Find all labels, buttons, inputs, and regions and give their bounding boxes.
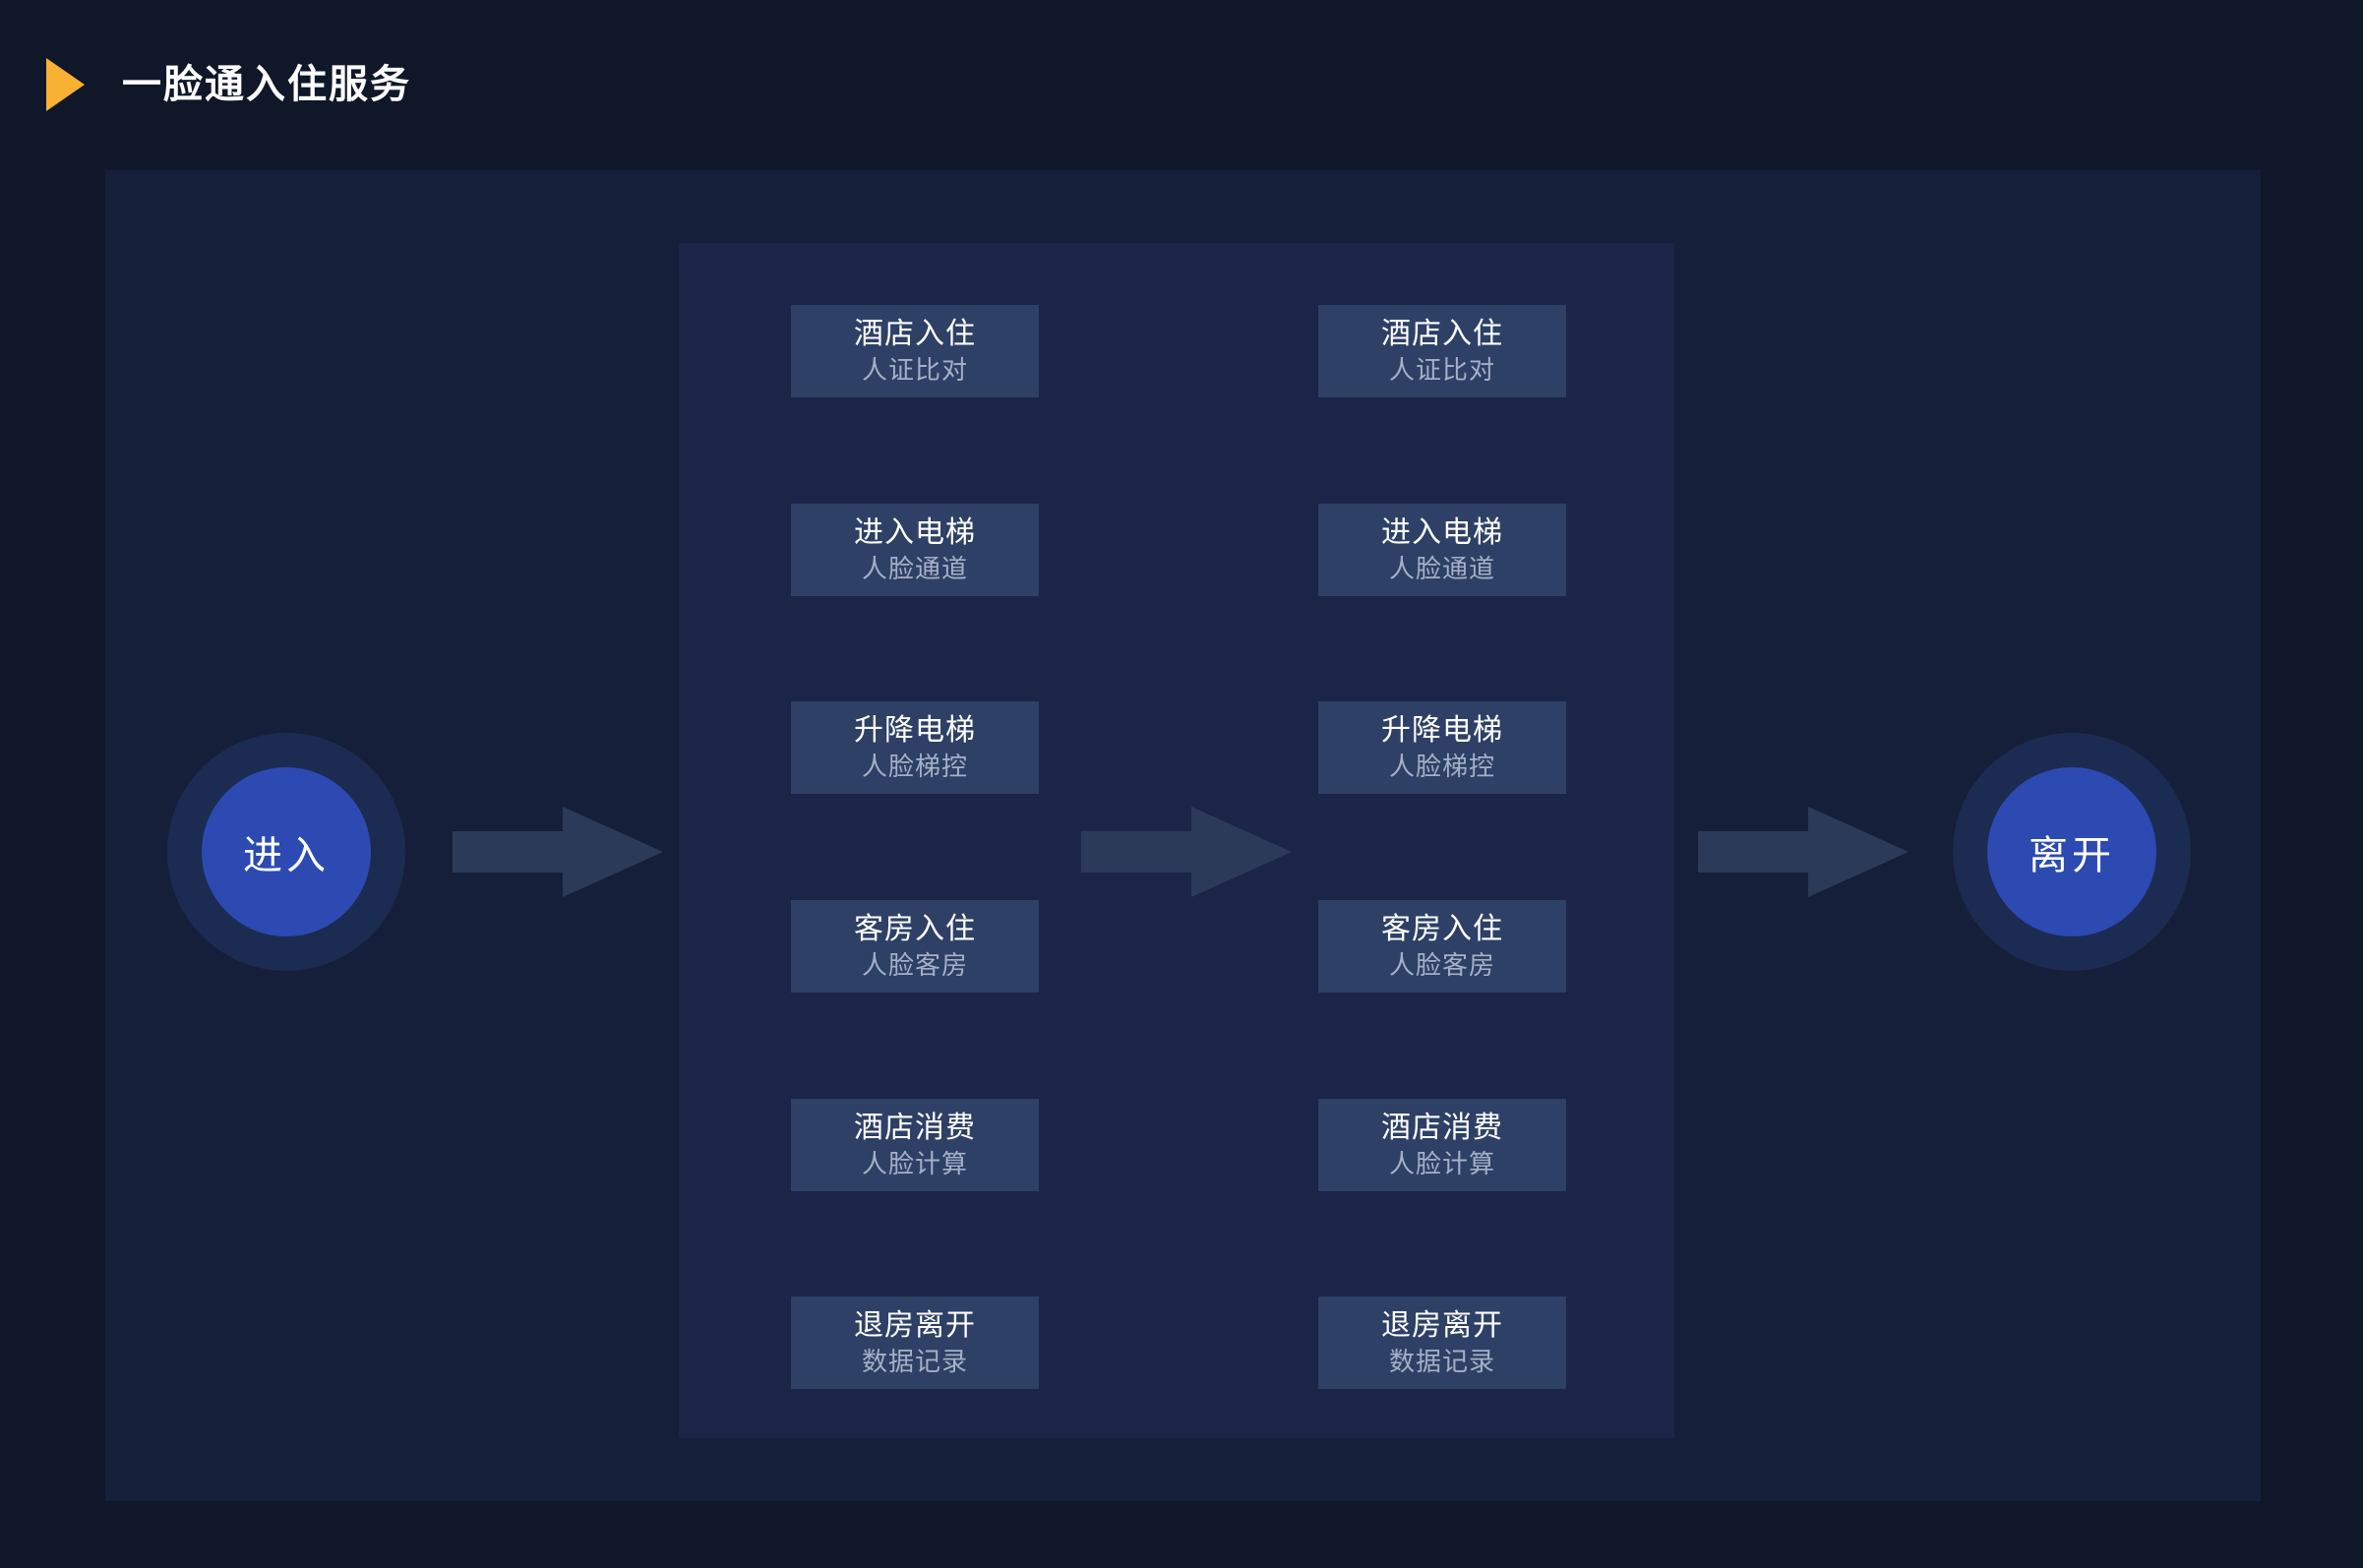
stage-title: 酒店消费 [854,1111,976,1144]
stage-subtitle: 数据记录 [861,1347,968,1377]
play-triangle-icon [46,58,85,111]
stage-title: 酒店消费 [1381,1111,1503,1144]
stage-box: 退房离开 数据记录 [791,1297,1039,1389]
header: 一脸通入住服务 [0,0,2363,170]
stage-subtitle: 人脸客房 [1388,950,1495,981]
stage-subtitle: 人脸梯控 [1388,752,1495,782]
stage-subtitle: 数据记录 [1388,1347,1495,1377]
stage-box: 客房入住 人脸客房 [1318,900,1566,993]
stage-box: 酒店消费 人脸计算 [1318,1099,1566,1191]
stage-title: 进入电梯 [1381,515,1503,549]
flow-arrow-icon [1081,807,1292,897]
flow-arrow-icon [453,807,663,897]
stage-title: 升降电梯 [854,713,976,747]
stage-subtitle: 人脸计算 [1388,1149,1495,1179]
stage-subtitle: 人脸梯控 [861,752,968,782]
stage-subtitle: 人脸客房 [861,950,968,981]
stage-box: 进入电梯 人脸通道 [791,504,1039,596]
start-node-circle: 进入 [202,767,371,936]
stage-title: 酒店入住 [854,317,976,350]
stage-title: 退房离开 [1381,1308,1503,1342]
stage-box: 客房入住 人脸客房 [791,900,1039,993]
stage-title: 客房入住 [854,912,976,945]
end-node-label: 离开 [2029,834,2115,877]
stage-title: 退房离开 [854,1308,976,1342]
stage-box: 酒店消费 人脸计算 [791,1099,1039,1191]
end-node: 离开 [1953,733,2191,971]
stage-title: 进入电梯 [854,515,976,549]
start-node-label: 进入 [243,834,330,877]
stage-subtitle: 人证比对 [1388,355,1495,386]
stage-box: 进入电梯 人脸通道 [1318,504,1566,596]
stage-box: 退房离开 数据记录 [1318,1297,1566,1389]
process-group-panel: 酒店入住 人证比对 进入电梯 人脸通道 升降电梯 人脸梯控 客房入住 人脸客房 … [679,243,1674,1438]
stage-box: 升降电梯 人脸梯控 [791,701,1039,794]
stage-box: 酒店入住 人证比对 [791,305,1039,397]
end-node-circle: 离开 [1987,767,2156,936]
flow-arrow-icon [1698,807,1909,897]
start-node: 进入 [167,733,405,971]
stage-title: 客房入住 [1381,912,1503,945]
stage-box: 酒店入住 人证比对 [1318,305,1566,397]
stage-subtitle: 人脸通道 [1388,554,1495,584]
page-title: 一脸通入住服务 [122,63,411,106]
stage-subtitle: 人证比对 [861,355,968,386]
diagram-canvas: 进入 酒店入住 人证比对 进入电梯 人脸通道 升降电梯 人脸梯控 客房入住 人脸… [105,170,2261,1501]
stage-box: 升降电梯 人脸梯控 [1318,701,1566,794]
stage-subtitle: 人脸计算 [861,1149,968,1179]
stage-title: 酒店入住 [1381,317,1503,350]
stage-title: 升降电梯 [1381,713,1503,747]
stage-subtitle: 人脸通道 [861,554,968,584]
